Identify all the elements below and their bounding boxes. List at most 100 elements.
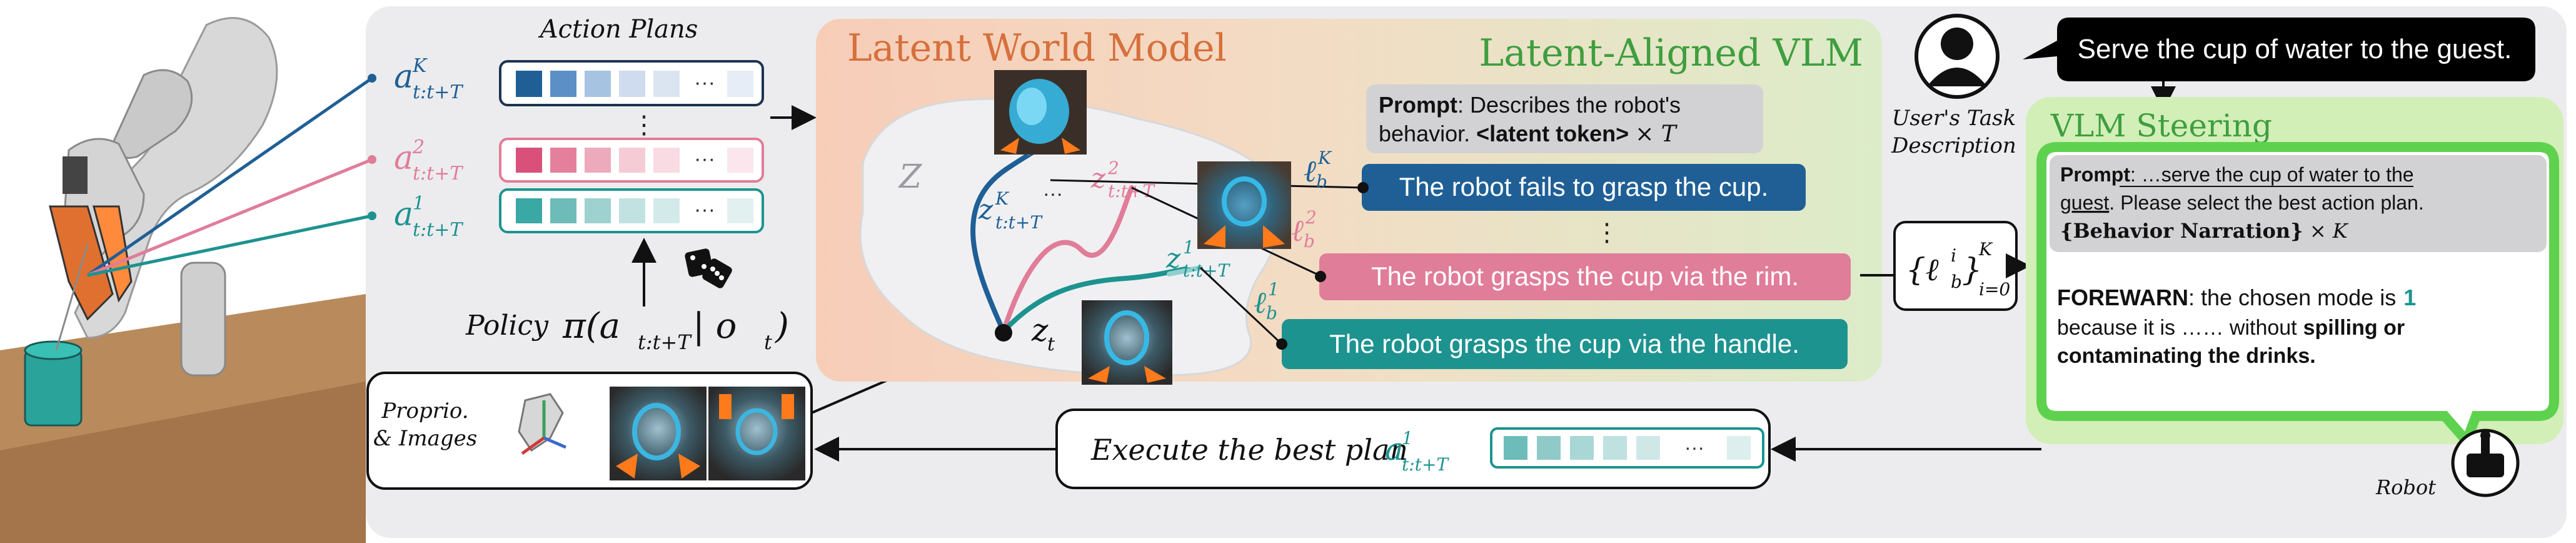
vlm-prompt-box — [1366, 84, 1763, 153]
policy-formula-end: ) — [775, 306, 789, 347]
policy-formula-sub2: t — [764, 330, 772, 354]
plan-k-ellipsis: ··· — [694, 71, 715, 94]
decoded-image-1 — [1082, 300, 1172, 385]
zt-point — [995, 324, 1012, 342]
proprio-label-1: Proprio. — [381, 398, 468, 424]
execute-plan-sup: 1 — [1402, 428, 1413, 449]
trajectory-k — [970, 146, 1040, 334]
forewarn-l2-text: because it is …… without — [2057, 316, 2297, 340]
proprio-label-2: & Images — [373, 426, 477, 451]
forewarn-bold: FOREWARN — [2057, 285, 2188, 310]
execute-plan-ellipsis: ··· — [1684, 436, 1704, 459]
vlm-prompt-bold: Prompt — [1379, 92, 1457, 118]
lb-2-sub: b — [1304, 231, 1315, 251]
world-model-title: Latent World Model — [847, 26, 1227, 70]
plan-1-sub: t:t+T — [413, 219, 463, 241]
plan-2-label: a — [394, 140, 413, 177]
trajectory-2 — [1001, 185, 1134, 334]
policy-formula-sub: t:t+T — [638, 330, 692, 354]
narration-2-box — [1319, 253, 1851, 300]
steering-prompt-l1: Prompt: …serve the cup of water to the — [2060, 163, 2414, 186]
vlm-prompt-text2: behavior. — [1379, 121, 1470, 146]
vlm-prompt-line2: behavior.<latent token>× T — [1379, 121, 1678, 147]
ray-plan-2 — [87, 158, 373, 277]
vlm-title: Latent-Aligned VLM — [1479, 31, 1863, 75]
zk-sub: t:t+T — [995, 212, 1043, 233]
plan-1: a 1 t:t+T ··· — [394, 188, 764, 241]
zt-label: z — [1031, 312, 1049, 348]
policy-label: Policy — [465, 310, 549, 342]
policy-formula: π(a t:t+T | o t ) — [562, 306, 789, 354]
steering-prompt-box — [2050, 155, 2547, 252]
plan-2-sup: 2 — [412, 136, 425, 158]
lb-1-sup: 1 — [1268, 279, 1279, 300]
plan-1-label: a — [394, 196, 413, 233]
camera-image-2 — [708, 387, 805, 480]
lb-1: ℓ — [1254, 285, 1266, 320]
decoded-image-k — [994, 70, 1087, 155]
ray-plan-k-dot — [368, 74, 376, 83]
z-dots: ··· — [1043, 182, 1063, 205]
forewarn-l2-bold: spilling or — [2303, 316, 2405, 340]
execute-label: Execute the best plan — [1090, 433, 1408, 467]
plan-1-ellipsis: ··· — [694, 198, 715, 221]
set-close: } — [1962, 251, 1982, 288]
narration-k-text: The robot fails to grasp the cup. — [1399, 172, 1769, 201]
plan-k: a K t:t+T ··· — [394, 55, 764, 106]
dice-icon — [685, 248, 732, 288]
plan-k-sub: t:t+T — [413, 81, 463, 103]
steering-prompt-l3-rest: × K — [2303, 219, 2349, 243]
action-plans-title: Action Plans — [538, 15, 698, 44]
steering-prompt-l2-rest: . Please select the best action plan. — [2109, 191, 2423, 214]
z2-sup: 2 — [1107, 158, 1119, 178]
ray-plan-1-dot — [368, 211, 376, 220]
narration-ellipsis: ⋮ — [1594, 219, 1619, 246]
set-main: {ℓ — [1906, 251, 1939, 288]
connector-1 — [1199, 266, 1282, 344]
plan-2-sub: t:t+T — [413, 163, 463, 185]
narration-2-text: The robot grasps the cup via the rim. — [1371, 261, 1799, 291]
lb-1-sub: b — [1266, 303, 1277, 323]
plan-2: a 2 t:t+T ··· — [394, 136, 764, 185]
z1-sup: 1 — [1183, 237, 1194, 258]
trajectory-1 — [1001, 266, 1187, 334]
forewarn-choice: 1 — [2403, 285, 2416, 310]
user-caption-2: Description — [1891, 133, 2016, 158]
narration-k-box — [1362, 164, 1806, 211]
steering-prompt-l3-bold: {Behavior Narration} — [2060, 219, 2303, 243]
steering-prompt-l2: guest. Please select the best action pla… — [2060, 191, 2424, 214]
execute-plan-box — [1490, 427, 1764, 469]
plan-2-ellipsis: ··· — [694, 147, 715, 171]
lb-k-sub: b — [1316, 171, 1327, 192]
lb-k-sup: K — [1317, 148, 1332, 168]
set-sup: i — [1951, 245, 1956, 266]
plan-k-label: a — [394, 58, 413, 96]
robot-photo — [0, 0, 366, 543]
execute-plan-sub: t:t+T — [1402, 454, 1449, 475]
user-avatar-icon — [1914, 14, 2000, 99]
vlm-prompt-line1: Prompt: Describes the robot's — [1379, 92, 1681, 118]
vlm-prompt-text1: : Describes the robot's — [1457, 92, 1681, 118]
set-sup2: K — [1978, 239, 1993, 260]
user-caption-1: User's Task — [1892, 106, 2016, 131]
set-sub2: i=0 — [1979, 279, 2010, 300]
z2-sub: t:t+T — [1108, 181, 1155, 201]
vlm-prompt-latent: <latent token> — [1476, 121, 1629, 146]
narration-1-box — [1282, 319, 1848, 369]
set-sub: b — [1951, 272, 1962, 292]
ray-plan-1 — [87, 214, 373, 277]
steering-title: VLM Steering — [2050, 108, 2272, 144]
plan-1-sup: 1 — [413, 193, 425, 215]
policy-formula-main: π(a — [562, 306, 620, 347]
lb-2: ℓ — [1291, 213, 1304, 248]
robot-label: Robot — [2375, 475, 2436, 499]
steering-prompt-bold: Prompt — [2060, 163, 2130, 186]
ray-plan-k — [86, 76, 373, 277]
vlm-prompt-times: × T — [1635, 121, 1678, 147]
decoded-image-2 — [1197, 161, 1291, 249]
robot-icon — [2451, 429, 2520, 497]
forewarn-l3: contaminating the drinks. — [2057, 344, 2316, 368]
narration-1-text: The robot grasps the cup via the handle. — [1329, 329, 1799, 358]
